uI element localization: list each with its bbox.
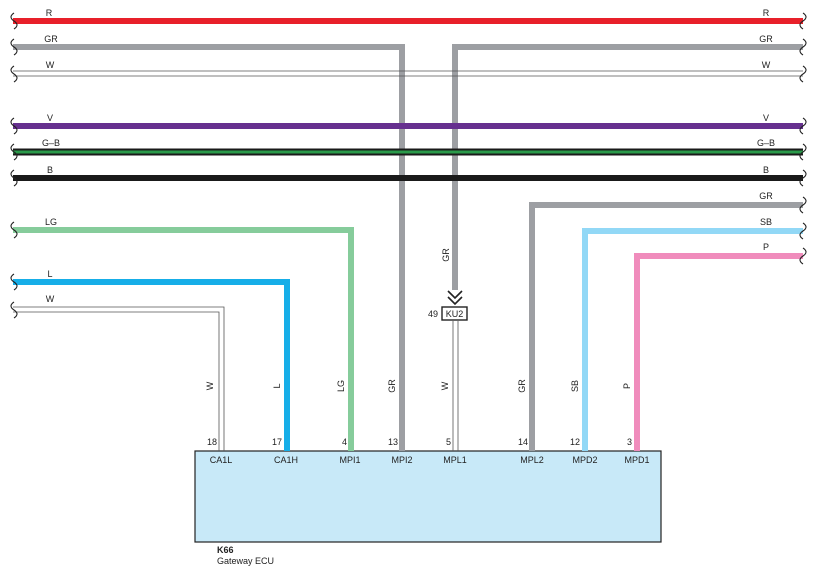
break-left-w	[10, 65, 18, 83]
vlabel-mpi2: GR	[387, 379, 397, 393]
wire-p-mpd1	[634, 253, 803, 451]
pin-name-ca1h: CA1H	[274, 455, 298, 465]
vlabel-mpd2: SB	[570, 380, 580, 392]
pin-name-mpd1: MPD1	[624, 455, 649, 465]
label-gb-left: G–B	[42, 138, 60, 148]
vlabel-mpi1: LG	[336, 380, 346, 392]
pin-number-mpd2: 12	[570, 437, 580, 447]
ku2-connector-name: KU2	[446, 309, 464, 319]
label-w2-left: W	[46, 294, 55, 304]
pin-number-ca1h: 17	[272, 437, 282, 447]
label-v-right: V	[763, 113, 769, 123]
break-left-gr	[10, 38, 18, 56]
pin-name-ca1l: CA1L	[210, 455, 233, 465]
ecu-name: Gateway ECU	[217, 556, 274, 566]
pin-number-mpl2: 14	[518, 437, 528, 447]
pin-name-mpd2: MPD2	[572, 455, 597, 465]
break-right-gr2	[799, 196, 807, 214]
break-left-r	[10, 12, 18, 30]
break-right-gb	[799, 143, 807, 161]
wire-gr-ku2	[452, 44, 803, 290]
label-w-left: W	[46, 60, 55, 70]
pin-number-mpd1: 3	[627, 437, 632, 447]
vlabel-ca1l: W	[205, 381, 215, 390]
break-left-b	[10, 169, 18, 187]
break-right-v	[799, 117, 807, 135]
vlabel-mpl1: W	[440, 381, 450, 390]
label-gr-left: GR	[44, 34, 58, 44]
ku2-chevron-icon-2	[447, 296, 463, 306]
label-gr-ku2-vertical: GR	[441, 248, 451, 262]
ecu-body	[194, 450, 662, 543]
pin-number-mpi1: 4	[342, 437, 347, 447]
break-left-v	[10, 117, 18, 135]
pin-number-ca1l: 18	[207, 437, 217, 447]
label-gr2-right: GR	[759, 191, 773, 201]
wire-w-ca1l-b	[13, 311, 220, 451]
wire-gr-mpi2	[13, 44, 405, 451]
pin-number-mpl1: 5	[446, 437, 451, 447]
label-b-right: B	[763, 165, 769, 175]
break-left-l	[10, 273, 18, 291]
ku2-chevron-icon	[447, 290, 463, 300]
break-right-w	[799, 65, 807, 83]
ecu-id: K66	[217, 545, 234, 555]
wire-break-marks	[10, 12, 807, 319]
break-right-r	[799, 12, 807, 30]
wire-gr-mpl2	[529, 202, 803, 451]
pin-name-mpi1: MPI1	[339, 455, 360, 465]
break-right-sb	[799, 222, 807, 240]
pin-name-mpl2: MPL2	[520, 455, 544, 465]
pin-number-mpi2: 13	[388, 437, 398, 447]
label-w-right: W	[762, 60, 771, 70]
label-r-left: R	[46, 8, 53, 18]
break-left-gb	[10, 143, 18, 161]
label-gr-right: GR	[759, 34, 773, 44]
label-r-right: R	[763, 8, 770, 18]
vlabel-mpl2: GR	[517, 379, 527, 393]
label-p-right: P	[763, 242, 769, 252]
pin-name-mpl1: MPL1	[443, 455, 467, 465]
label-l-left: L	[47, 269, 52, 279]
ku2-pin-number: 49	[428, 309, 438, 319]
wire-w-ca1l-a	[13, 306, 225, 451]
break-right-b	[799, 169, 807, 187]
wire-l-ca1h	[13, 279, 290, 451]
break-left-lg	[10, 221, 18, 239]
label-gb-right: G–B	[757, 138, 775, 148]
break-left-w2	[10, 301, 18, 319]
label-lg-left: LG	[45, 217, 57, 227]
ku2-connector-box	[441, 306, 468, 321]
vlabel-mpd1: P	[622, 383, 632, 389]
break-right-p	[799, 247, 807, 265]
label-v-left: V	[47, 113, 53, 123]
wire-sb-mpd2	[582, 228, 803, 451]
wire-lg-mpi1	[13, 227, 354, 451]
pin-name-mpi2: MPI2	[391, 455, 412, 465]
label-b-left: B	[47, 165, 53, 175]
break-right-gr	[799, 38, 807, 56]
vlabel-ca1h: L	[272, 383, 282, 388]
label-sb-right: SB	[760, 217, 772, 227]
